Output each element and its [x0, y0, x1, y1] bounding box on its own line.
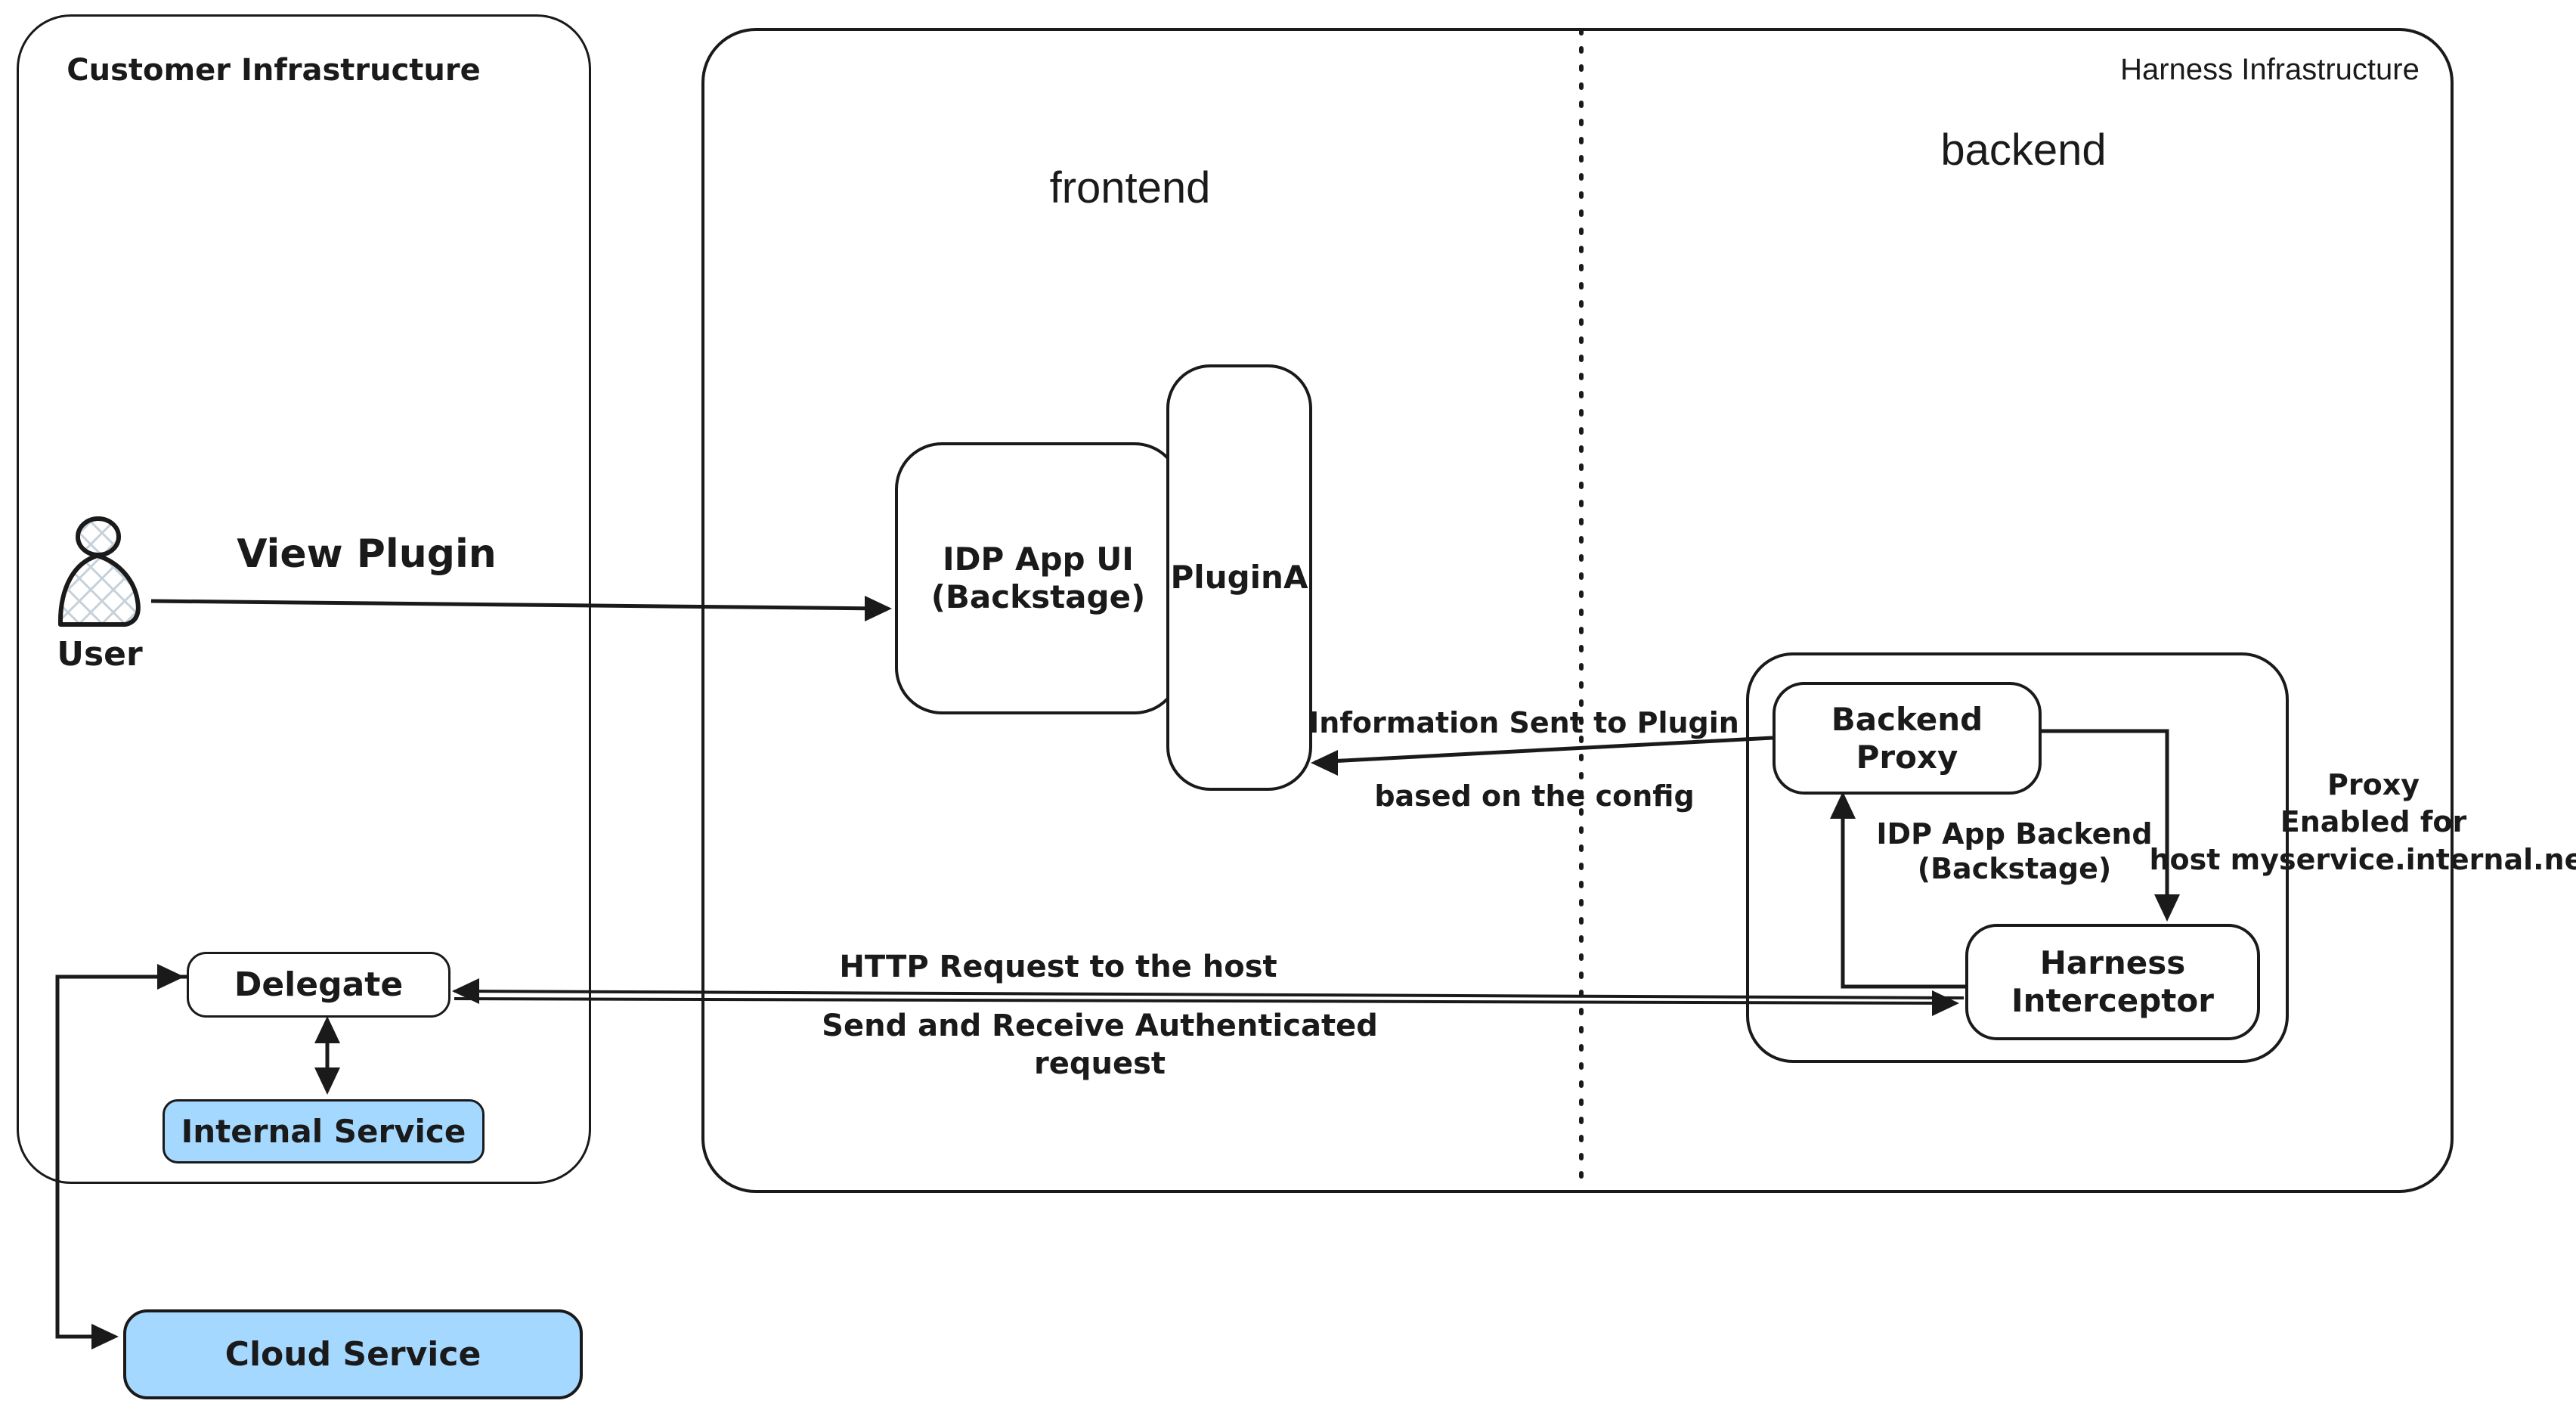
proxy-enabled-label-line3: host myservice.internal.net — [2149, 842, 2576, 876]
delegate-cloud-arrow — [55, 964, 187, 1349]
idp-app-backend-label: IDP App Backend (Backstage) — [1876, 816, 2152, 887]
plugin-a-node: PluginA — [1166, 364, 1312, 791]
harness-interceptor-label-line2: Interceptor — [2011, 982, 2214, 1019]
view-plugin-label: View Plugin — [237, 531, 497, 577]
backend-zone-label: backend — [1940, 125, 2107, 175]
delegate-internal-arrow — [314, 1016, 340, 1095]
idp-app-ui-label-line1: IDP App UI — [943, 541, 1134, 578]
info-sent-label-line1: Information Sent to Plugin — [1308, 706, 1739, 739]
plugin-a-label: PluginA — [1170, 559, 1308, 596]
http-request-arrows — [452, 978, 1965, 1016]
harness-interceptor-label-line1: Harness — [2039, 944, 2186, 982]
delegate-label: Delegate — [234, 965, 404, 1004]
harness-interceptor-node: Harness Interceptor — [1965, 924, 2260, 1040]
harness-region-label: Harness Infrastructure — [2120, 53, 2420, 86]
delegate-node: Delegate — [187, 952, 450, 1018]
idp-app-backend-label-line1: IDP App Backend — [1876, 817, 2153, 851]
frontend-zone-label: frontend — [1049, 163, 1211, 212]
send-receive-label: Send and Receive Authenticated request — [822, 1007, 1378, 1083]
user-label: User — [57, 635, 143, 674]
interceptor-to-proxy-arrow — [1830, 792, 1965, 989]
send-receive-label-line2: request — [1033, 1046, 1166, 1081]
proxy-enabled-label-line2: Enabled for — [2280, 805, 2467, 839]
internal-service-node: Internal Service — [163, 1099, 485, 1163]
backend-proxy-node: Backend Proxy — [1773, 682, 2042, 795]
info-sent-arrow — [1311, 736, 1773, 776]
view-plugin-arrow — [150, 596, 892, 621]
http-request-label: HTTP Request to the host — [839, 950, 1277, 984]
customer-infrastructure-region — [17, 14, 591, 1184]
customer-region-label: Customer Infrastructure — [67, 53, 481, 88]
cloud-service-label: Cloud Service — [224, 1334, 481, 1374]
cloud-service-node: Cloud Service — [123, 1309, 583, 1399]
idp-app-ui-label-line2: (Backstage) — [930, 578, 1146, 615]
send-receive-label-line1: Send and Receive Authenticated — [822, 1009, 1378, 1043]
idp-app-backend-label-line2: (Backstage) — [1917, 852, 2112, 886]
internal-service-label: Internal Service — [181, 1112, 466, 1150]
harness-infrastructure-region — [701, 28, 2454, 1193]
proxy-to-interceptor-arrow — [2036, 729, 2180, 922]
proxy-enabled-label-line1: Proxy — [2327, 768, 2420, 801]
info-sent-label-line2: based on the config — [1374, 779, 1695, 813]
user-icon — [57, 516, 141, 627]
idp-app-backend-container — [1746, 652, 2289, 1063]
proxy-enabled-label: Proxy Enabled for host myservice.interna… — [2149, 767, 2576, 878]
idp-app-ui-node: IDP App UI (Backstage) — [895, 442, 1181, 714]
backend-proxy-label: Backend Proxy — [1831, 700, 1983, 776]
